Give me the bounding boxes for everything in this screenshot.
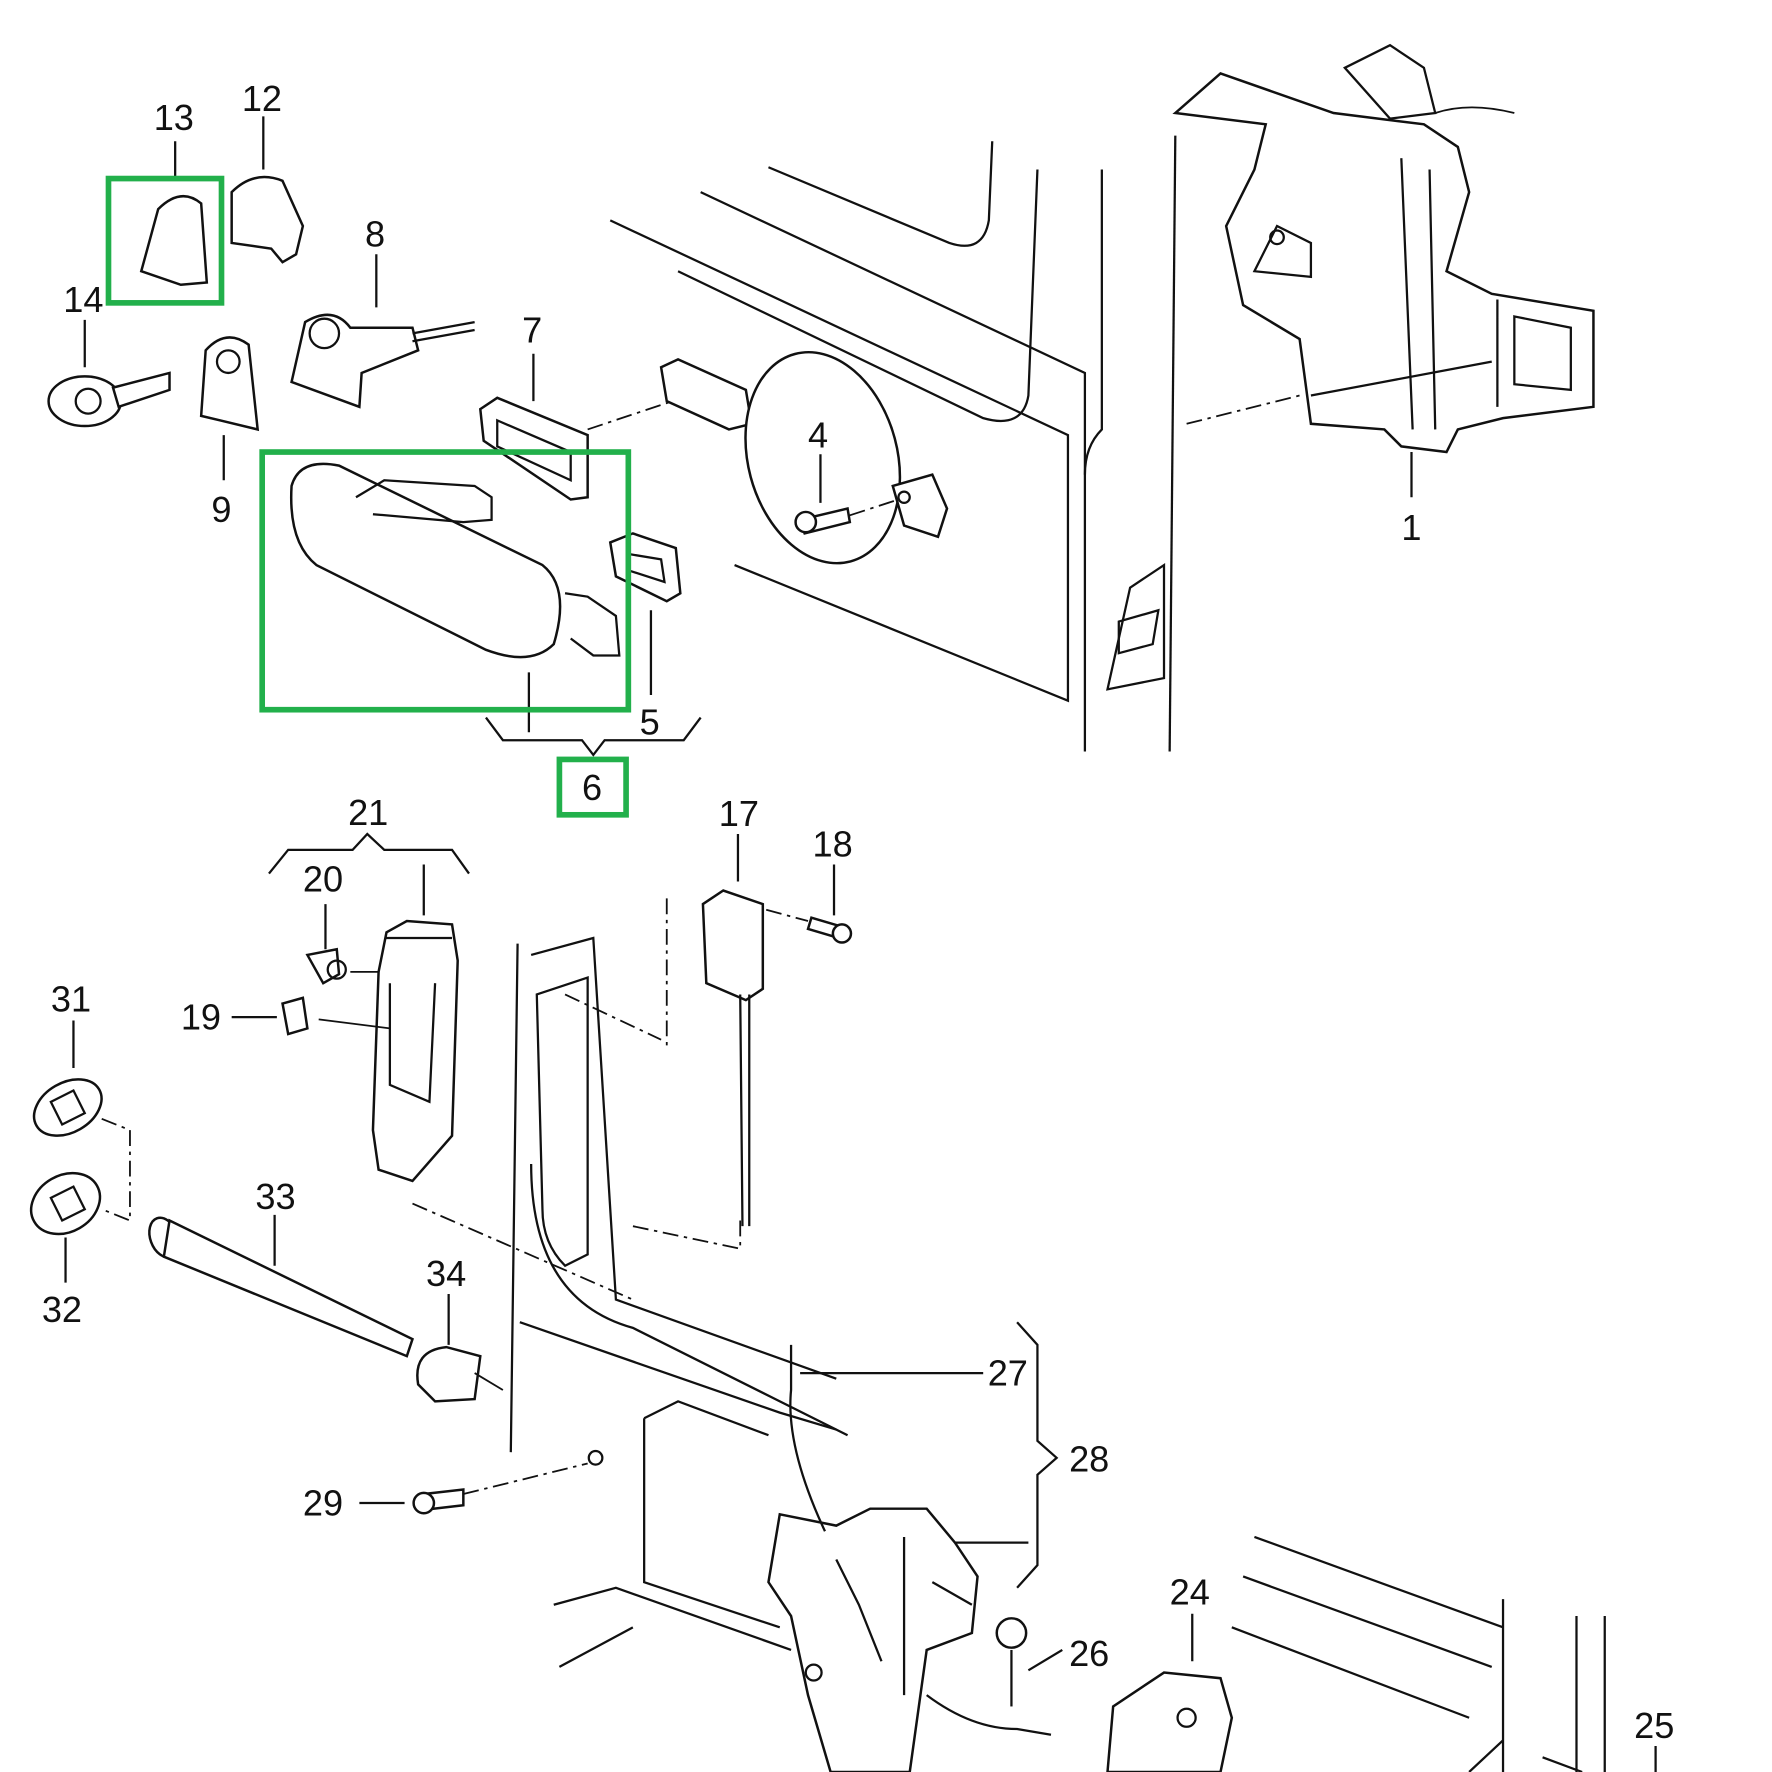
part-28-door-lock [767, 1344, 1052, 1772]
part-9-bracket [199, 336, 260, 432]
part-34-grommet [416, 1345, 504, 1403]
label-6: 6 [582, 767, 602, 808]
label-13: 13 [154, 97, 194, 138]
part-labels: 1 4 5 6 7 8 9 12 13 14 17 18 19 20 21 24… [42, 78, 1675, 1746]
part-14-key [47, 371, 171, 428]
part-6-door-handle [289, 462, 621, 659]
highlight-part-6-handle [259, 449, 632, 713]
label-20: 20 [303, 859, 343, 900]
label-26: 26 [1069, 1633, 1109, 1674]
label-9: 9 [211, 489, 231, 530]
label-32: 32 [42, 1289, 82, 1330]
label-12: 12 [242, 78, 282, 119]
label-34: 34 [426, 1253, 466, 1294]
part-18-screw [765, 908, 853, 944]
part-8-lock-cylinder [290, 313, 475, 409]
highlight-part-13 [105, 175, 225, 306]
label-31: 31 [51, 978, 91, 1019]
part-4-screw-detail [659, 350, 949, 565]
label-18: 18 [813, 824, 853, 865]
part-7-gasket [478, 396, 673, 501]
door-panel-upper [609, 135, 1300, 752]
label-29: 29 [303, 1482, 343, 1523]
label-14: 14 [63, 279, 103, 320]
label-33: 33 [255, 1176, 295, 1217]
part-24-actuator [1106, 1671, 1234, 1772]
highlight-label-6 [556, 756, 629, 818]
label-1: 1 [1401, 507, 1421, 548]
part-31-32-grommets [29, 1078, 131, 1236]
label-4: 4 [808, 415, 828, 456]
door-panel-lower [412, 898, 1606, 1772]
leader-lines [64, 116, 1657, 1772]
label-24: 24 [1170, 1572, 1210, 1613]
label-17: 17 [719, 793, 759, 834]
part-29-bolt [412, 1449, 604, 1515]
label-8: 8 [365, 213, 385, 254]
label-21: 21 [348, 792, 388, 833]
part-12-cover [230, 175, 305, 264]
label-27: 27 [988, 1353, 1028, 1394]
part-5-seal [608, 532, 682, 603]
label-7: 7 [522, 309, 542, 350]
part-1-lock-mechanism [1172, 43, 1595, 454]
label-25: 25 [1634, 1705, 1674, 1746]
label-28: 28 [1069, 1438, 1109, 1479]
part-33-rod [148, 1216, 415, 1358]
label-19: 19 [181, 997, 221, 1038]
part-26-clip [995, 1617, 1028, 1707]
part-13-cap [139, 195, 209, 287]
part-25-rod [1468, 1739, 1583, 1772]
part-21-trim [281, 919, 459, 1183]
part-17-inner-handle [701, 889, 765, 1227]
highlights [105, 175, 632, 818]
label-5: 5 [640, 702, 660, 743]
